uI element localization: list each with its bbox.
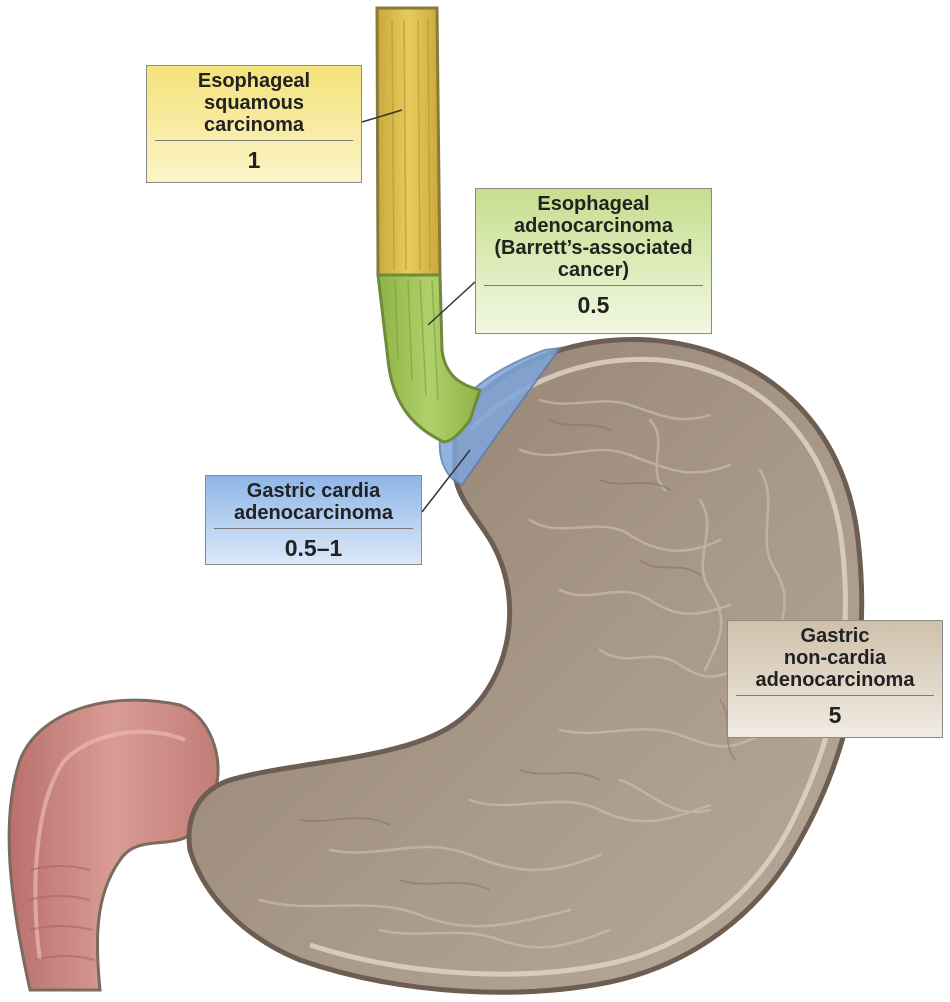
- label-value: 0.5: [577, 292, 610, 318]
- leader-line-squamous: [361, 109, 403, 123]
- divider: [736, 695, 934, 696]
- leader-line-adeno: [427, 281, 476, 326]
- label-value: 0.5–1: [284, 535, 343, 561]
- label-name: Esophageal squamous carcinoma: [197, 70, 311, 136]
- label-name: Esophageal adenocarcinoma (Barrett’s-ass…: [494, 193, 693, 281]
- divider: [155, 140, 353, 141]
- label-name: Gastric non-cardia adenocarcinoma: [755, 625, 915, 691]
- label-esophageal-adenocarcinoma: Esophageal adenocarcinoma (Barrett’s-ass…: [475, 188, 712, 334]
- label-value: 5: [828, 702, 842, 728]
- esophagus-region: [375, 6, 482, 444]
- divider: [484, 285, 703, 286]
- duodenum-region: [7, 698, 220, 992]
- divider: [214, 528, 413, 529]
- leader-line-cardia: [421, 449, 471, 513]
- label-gastric-cardia-adenocarcinoma: Gastric cardia adenocarcinoma 0.5–1: [205, 475, 422, 565]
- leader-lines: [361, 109, 476, 513]
- label-name: Gastric cardia adenocarcinoma: [234, 480, 393, 524]
- label-esophageal-squamous-carcinoma: Esophageal squamous carcinoma 1: [146, 65, 362, 183]
- label-value: 1: [247, 147, 261, 173]
- label-gastric-noncardia-adenocarcinoma: Gastric non-cardia adenocarcinoma 5: [727, 620, 943, 738]
